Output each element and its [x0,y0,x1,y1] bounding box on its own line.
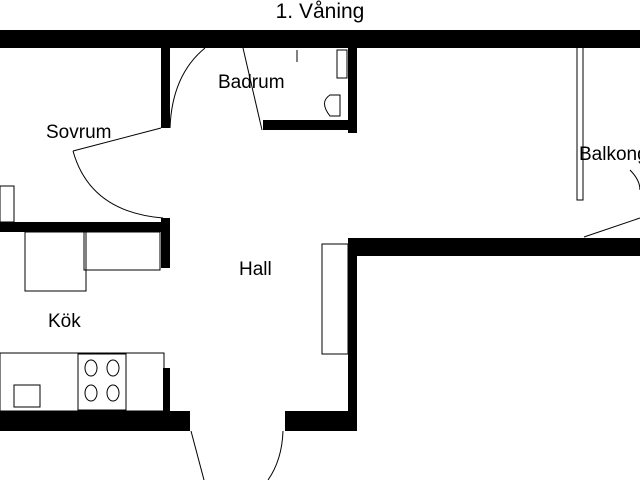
room-label-badrum: Badrum [218,72,285,93]
badrum-door [242,47,263,131]
entrance-door-left [190,430,205,480]
walls [0,30,640,431]
burner [106,384,120,402]
badrum-right-wall [348,48,357,133]
sink-cabinet [336,49,348,79]
room-label-balkong: Balkong [579,144,640,165]
room-label-hall: Hall [239,259,272,280]
burner [106,359,120,377]
balcony-door-arc [629,169,640,191]
kitchen-upper-wall [0,222,170,232]
kitchen-partition [161,218,170,268]
toilet-icon [324,94,341,117]
room-label-kok: Kök [48,311,81,332]
stove-icon [77,353,127,411]
sovrum-furniture [0,185,15,223]
sink-icon [13,384,41,408]
bottom-wall-right [285,411,357,431]
kitchen-counter [0,352,165,412]
sovrum-wall [161,48,170,128]
sovrum-door-arc [72,150,164,219]
fixtures [0,41,640,480]
hall-right-wall [348,238,357,430]
living-wall [348,238,640,256]
entrance-door-arc [267,430,284,480]
badrum-bottom-wall [263,120,357,130]
burner [84,359,98,377]
kitchen-bench [83,231,161,271]
kitchen-table [24,231,87,292]
wardrobe [321,243,349,355]
top-wall [0,30,640,48]
burner [84,384,98,402]
balcony-door [583,217,640,238]
floor-title: 1. Våning [275,0,365,23]
bottom-wall-left [0,411,190,431]
kitchen-side-wall [163,368,170,411]
badrum-door-arc [169,47,206,129]
sovrum-door [72,127,162,152]
balcony-window [576,41,584,201]
room-label-sovrum: Sovrum [46,122,112,143]
